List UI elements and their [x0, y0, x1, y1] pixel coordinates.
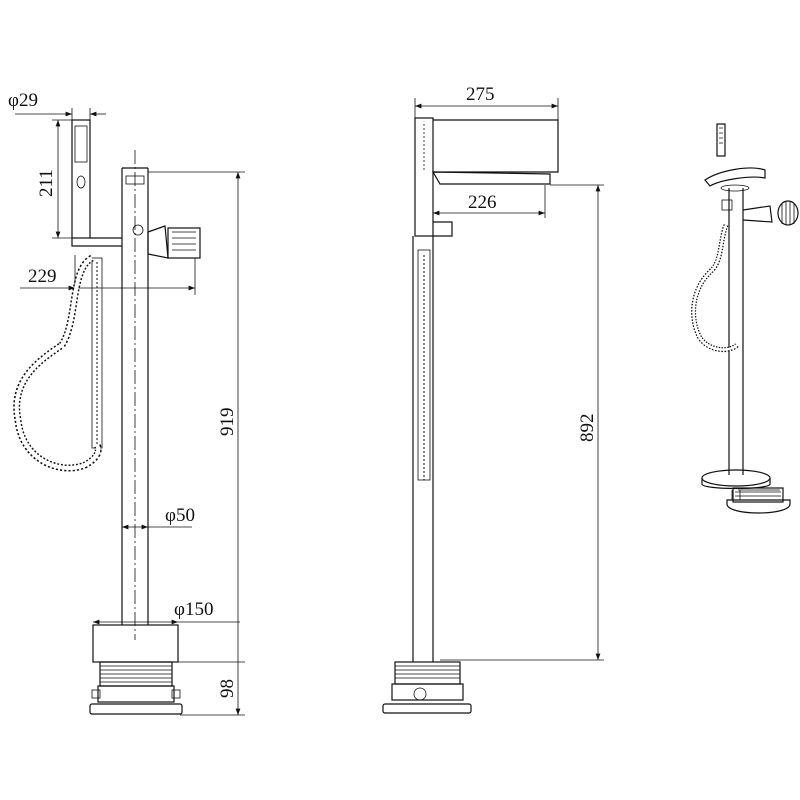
dim-label: 98 — [217, 679, 238, 698]
front-view: φ29 211 2 — [8, 90, 245, 716]
side-spout — [431, 119, 559, 185]
dim-total-height: 919 — [148, 171, 245, 716]
hose — [13, 254, 103, 472]
dim-label: φ29 — [8, 90, 38, 111]
side-pole — [412, 117, 453, 662]
dim-label: 211 — [36, 169, 57, 197]
pole — [121, 150, 149, 640]
diverter-handle — [71, 224, 201, 259]
dim-holder-reach: 229 — [20, 255, 196, 295]
side-base — [382, 661, 472, 714]
dim-label: φ150 — [174, 599, 213, 620]
dim-label: 229 — [28, 266, 57, 287]
hand-shower — [71, 119, 91, 239]
dim-pole-diameter: φ50 — [122, 505, 195, 530]
dim-total-depth: 275 — [414, 84, 559, 120]
perspective-view — [691, 123, 799, 514]
mounting-base — [89, 661, 183, 715]
dim-base-height: 98 — [178, 661, 245, 698]
dim-base-diameter: φ150 — [93, 599, 240, 625]
dim-label: 226 — [468, 192, 497, 213]
dim-hand-shower-length: 211 — [36, 119, 72, 239]
dim-spout-height: 892 — [440, 184, 604, 661]
side-view: 275 226 892 — [382, 84, 604, 714]
dim-label: 275 — [466, 84, 495, 105]
dim-label: 919 — [217, 408, 238, 437]
base-cover — [92, 624, 179, 663]
dim-label: φ50 — [165, 505, 195, 526]
dim-spout-reach: 226 — [433, 185, 546, 218]
dim-hand-shower-diameter: φ29 — [8, 90, 106, 120]
dim-label: 892 — [577, 414, 598, 443]
